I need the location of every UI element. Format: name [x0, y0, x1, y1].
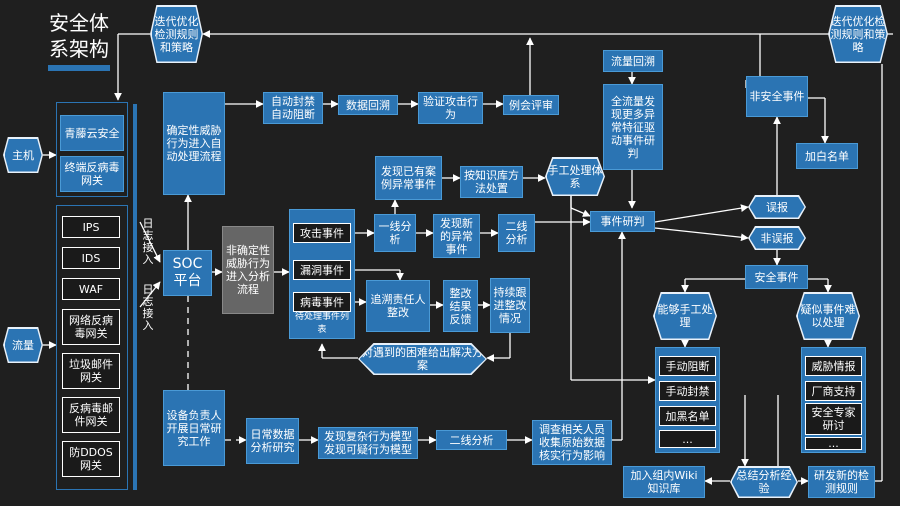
manual-system-hex: 手工处理体系	[545, 157, 605, 196]
right-iterate-rules: 迭代优化检测规则和策略	[829, 6, 887, 62]
security-expert: 安全专家研讨	[805, 403, 862, 435]
expert-more: ...	[805, 437, 862, 450]
found-new-anomaly: 发现新的异常事件	[433, 214, 480, 258]
second-line-analysis-2: 二线分析	[436, 430, 507, 450]
right-loop-hex: 迭代优化检测规则和策略	[828, 5, 888, 63]
flow-item-spam-gw: 垃圾邮件网关	[62, 353, 120, 389]
uncertain-threat-process: 非确定性威胁行为进入分析流程	[222, 226, 274, 314]
escalate-difficulty: 对遇到的困难给出解决方案	[359, 344, 486, 374]
pending-caption: 待处理事件列表	[294, 312, 349, 335]
suspicious-hex: 疑似事件难以处理	[796, 292, 860, 340]
vendor-support: 厂商支持	[805, 381, 862, 401]
flow-item-ids: IDS	[62, 247, 120, 269]
host-container	[56, 102, 128, 197]
verify-attack: 验证攻击行为	[418, 92, 483, 124]
daily-data-analysis: 日常数据分析研究	[246, 418, 299, 464]
not-false-report: 非误报	[749, 227, 805, 249]
left-loop-hex: 迭代优化检测规则和策略	[150, 5, 203, 63]
case-review: 例会评审	[503, 95, 559, 115]
flow-container	[56, 205, 128, 490]
suspicious-hard: 疑似事件难以处理	[797, 293, 859, 339]
summarize-hex: 总结分析经验	[730, 466, 798, 498]
pending-vuln-event: 漏洞事件	[293, 260, 351, 280]
source-flow: 流量	[4, 328, 42, 362]
manual-more: ...	[659, 430, 716, 448]
first-line-analysis: 一线分析	[374, 214, 416, 252]
kb-method-handle: 按知识库方法处置	[460, 166, 523, 198]
threat-intel: 威胁情报	[805, 356, 862, 376]
false-report-hex: 误报	[748, 195, 806, 219]
summarize-experience: 总结分析经验	[731, 467, 797, 497]
manual-block: 手动阻断	[659, 356, 716, 376]
left-iterate-rules: 迭代优化检测规则和策略	[151, 6, 202, 62]
flow-replay: 流量回溯	[603, 50, 663, 72]
not-false-hex: 非误报	[748, 226, 806, 250]
add-wiki: 加入组内Wiki知识库	[623, 466, 705, 498]
manual-system: 手工处理体系	[546, 158, 604, 195]
flow-item-ddos: 防DDOS网关	[62, 441, 120, 477]
title-underline	[48, 65, 110, 71]
complex-behavior-model: 发现复杂行为模型发现可疑行为模型	[318, 427, 418, 459]
rectify-feedback: 整改结果反馈	[443, 280, 478, 332]
confirmed-threat-process: 确定性威胁行为进入自动处理流程	[163, 92, 225, 195]
auto-block: 自动封禁自动阻断	[263, 92, 323, 124]
can-manual-hex: 能够手工处理	[653, 292, 717, 340]
data-replay: 数据回溯	[338, 95, 398, 115]
soc-platform: SOC平台	[163, 250, 212, 296]
event-judge: 事件研判	[590, 211, 655, 232]
security-event: 安全事件	[745, 265, 808, 289]
source-host: 主机	[4, 138, 42, 172]
follow-up-rectify: 持续跟进整改情况	[490, 278, 530, 333]
host-item-qingteng: 青藤云安全	[60, 115, 124, 151]
add-whitelist: 加白名单	[796, 143, 858, 169]
log-in-label-2: 日志接入	[142, 283, 154, 332]
flow-item-ips: IPS	[62, 216, 120, 238]
manual-ban: 手动封禁	[659, 381, 716, 401]
new-detection-rules: 研发新的检测规则	[808, 466, 875, 498]
flow-item-net-av: 网络反病毒网关	[62, 309, 120, 345]
equipment-owner-research: 设备负责人开展日常研究工作	[163, 390, 225, 466]
flow-item-av-mail: 反病毒邮件网关	[62, 397, 120, 433]
full-flow-analysis: 全流量发现更多异常特征驱动事件研判	[603, 84, 663, 170]
add-blacklist: 加黑名单	[659, 406, 716, 426]
escalate-hex: 对遇到的困难给出解决方案	[358, 343, 487, 375]
log-in-label-1: 日志接入	[142, 217, 154, 266]
pending-virus-event: 病毒事件	[293, 292, 351, 312]
flow-item-waf: WAF	[62, 278, 120, 300]
source-flow-hex: 流量	[3, 327, 43, 363]
trace-responsible: 追溯责任人整改	[366, 280, 430, 332]
can-manual-handle: 能够手工处理	[654, 293, 716, 339]
false-report: 误报	[749, 196, 805, 218]
host-item-antivirus-gw: 终端反病毒网关	[60, 156, 124, 192]
pending-attack-event: 攻击事件	[293, 223, 351, 243]
non-security-event: 非安全事件	[746, 76, 808, 117]
found-existing-case: 发现已有案例异常事件	[375, 156, 442, 200]
source-host-hex: 主机	[3, 137, 43, 173]
second-line-analysis: 二线分析	[498, 214, 535, 252]
investigate-personnel: 调查相关人员收集原始数据核实行为影响	[532, 420, 612, 465]
page-title: 安全体系架构	[49, 11, 109, 61]
